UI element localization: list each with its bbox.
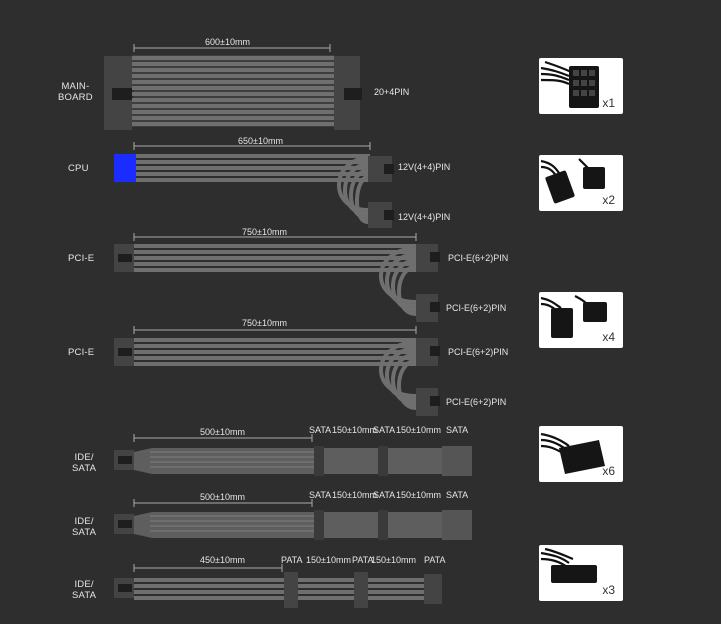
pata-seg2-label: PATA	[352, 555, 374, 565]
sata2-seg1-label: SATA	[309, 490, 332, 500]
pata-cable	[114, 564, 442, 608]
mainboard-label: MAIN- BOARD	[58, 81, 93, 103]
cpu-end-label-1: 12V(4+4)PIN	[398, 162, 451, 172]
sata1-label: IDE/ SATA	[72, 452, 97, 474]
pcie2-end-label-1: PCI-E(6+2)PIN	[448, 347, 509, 357]
pcie1-label: PCI-E	[68, 253, 95, 264]
pata-seg3-label: PATA	[424, 555, 446, 565]
thumbnail-cpu: x2	[539, 155, 623, 211]
sata2-seg1-length: 150±10mm	[332, 490, 377, 500]
mainboard-cable	[104, 44, 362, 130]
pcie-cable-2	[114, 326, 440, 416]
sata-cable-1	[114, 434, 472, 476]
sata2-length: 500±10mm	[200, 492, 245, 502]
mainboard-length: 600±10mm	[205, 37, 250, 47]
mainboard-end-label: 20+4PIN	[374, 87, 410, 97]
sata1-length: 500±10mm	[200, 427, 245, 437]
pcie-cable-1	[114, 233, 440, 322]
sata1-seg1-length: 150±10mm	[332, 425, 377, 435]
sata2-seg2-length: 150±10mm	[396, 490, 441, 500]
pcie1-connector-right-1	[416, 244, 438, 272]
pcie2-length: 750±10mm	[242, 318, 287, 328]
pcie1-end-label-1: PCI-E(6+2)PIN	[448, 253, 509, 263]
pcie1-length: 750±10mm	[242, 227, 287, 237]
pata-seg2-length: 150±10mm	[371, 555, 416, 565]
thumbnail-count: x1	[602, 96, 615, 110]
cpu-connector-left	[114, 154, 136, 182]
pcie-connector-icon	[540, 295, 607, 338]
thumbnail-count: x6	[602, 464, 615, 478]
pata-length: 450±10mm	[200, 555, 245, 565]
thumbnail-pata: x3	[539, 545, 623, 601]
sata-connector-icon	[540, 432, 605, 474]
thumbnail-mainboard: x1	[539, 58, 623, 114]
pata-label: IDE/ SATA	[72, 579, 97, 601]
thumbnail-count: x2	[602, 193, 615, 207]
pcie1-end-label-2: PCI-E(6+2)PIN	[446, 303, 507, 313]
molex-connector-icon	[540, 547, 597, 583]
thumbnail-count: x3	[602, 583, 615, 597]
sata1-seg1-label: SATA	[309, 425, 332, 435]
cpu-label: CPU	[68, 163, 89, 174]
sata-cable-2	[114, 499, 472, 540]
sata1-seg2-label: SATA	[373, 425, 396, 435]
sata2-seg2-label: SATA	[373, 490, 396, 500]
atx-connector-icon	[540, 60, 599, 108]
pcie2-connector-right-2	[416, 388, 438, 416]
thumbnail-sata: x6	[539, 426, 623, 482]
cpu-length: 650±10mm	[238, 136, 283, 146]
sata2-label: IDE/ SATA	[72, 516, 97, 538]
thumbnail-count: x4	[602, 330, 615, 344]
pata-seg1-length: 150±10mm	[306, 555, 351, 565]
sata1-seg2-length: 150±10mm	[396, 425, 441, 435]
cpu-cable	[114, 142, 394, 228]
pcie2-label: PCI-E	[68, 347, 95, 358]
cpu-end-label-2: 12V(4+4)PIN	[398, 212, 451, 222]
eps-connector-icon	[540, 158, 605, 204]
sata2-seg3-label: SATA	[446, 490, 469, 500]
pcie2-connector-right-1	[416, 338, 438, 366]
thumbnail-pcie: x4	[539, 292, 623, 348]
pata-seg1-label: PATA	[281, 555, 303, 565]
pcie1-connector-right-2	[416, 294, 438, 322]
pcie2-end-label-2: PCI-E(6+2)PIN	[446, 397, 507, 407]
sata1-seg3-label: SATA	[446, 425, 469, 435]
